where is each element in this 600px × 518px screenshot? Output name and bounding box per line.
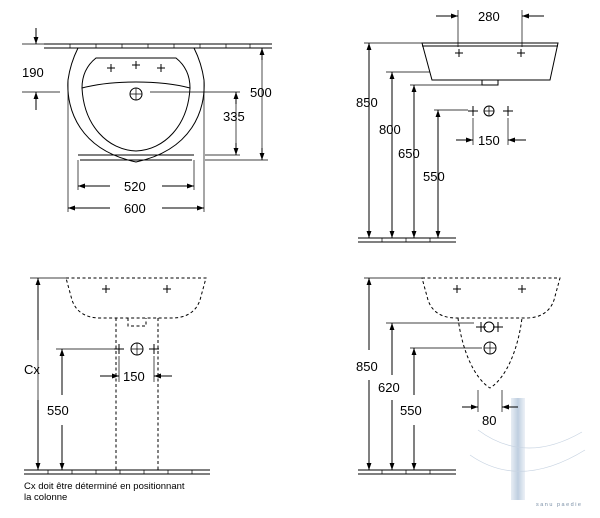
dim-150-pedestal: 150 <box>123 369 145 384</box>
dim-335: 335 <box>223 109 245 124</box>
dim-550-pedestal: 550 <box>47 403 69 418</box>
basin-outline <box>67 47 205 163</box>
supply-fittings-pedestal <box>114 342 159 356</box>
floor-tiles <box>358 237 456 243</box>
tap-hole-icons <box>107 61 165 72</box>
watermark-bar <box>511 398 525 500</box>
dim-190: 190 <box>22 65 44 80</box>
tap-hole-icons-semi <box>453 285 526 293</box>
dim-550-top: 550 <box>423 169 445 184</box>
dim-520: 520 <box>124 179 146 194</box>
note-line-1: Cx doit être déterminé en positionnant <box>24 481 185 492</box>
wall-tiles <box>44 43 272 49</box>
basin-dashed-outline <box>65 277 207 319</box>
basin-dashed-outline-semi <box>421 277 561 319</box>
basin-bowl <box>81 87 191 152</box>
wall-mount-view: 280 850 800 650 550 <box>356 9 559 243</box>
semi-pedestal-view: 850 620 550 80 <box>356 277 561 475</box>
floor-tiles-semi <box>358 469 456 475</box>
front-view-wall-basin: 190 500 335 520 600 <box>22 28 272 216</box>
dim-620-semi: 620 <box>378 380 400 395</box>
pedestal-front-view: Cx 550 150 Cx doit être déterminé en pos… <box>24 277 210 503</box>
tap-hole-icons-front <box>455 49 525 57</box>
watermark-text: sanu paedie <box>536 502 582 508</box>
dim-550-semi: 550 <box>400 403 422 418</box>
pedestal-dashed <box>115 318 159 470</box>
tap-deck <box>81 57 191 89</box>
dim-500: 500 <box>250 85 272 100</box>
floor-tiles-pedestal <box>24 469 210 475</box>
dim-cx: Cx <box>24 362 40 377</box>
supply-fittings <box>468 105 513 117</box>
note-line-2: la colonne <box>24 492 67 503</box>
tap-hole-icons-pedestal <box>102 285 171 293</box>
dim-600: 600 <box>124 201 146 216</box>
supply-fittings-semi <box>476 321 503 355</box>
dim-850-semi: 850 <box>356 359 378 374</box>
dim-850-top: 850 <box>356 95 378 110</box>
dim-280: 280 <box>478 9 500 24</box>
semi-pedestal-dashed <box>457 317 523 389</box>
dim-80-semi: 80 <box>482 413 496 428</box>
dim-800-top: 800 <box>379 122 401 137</box>
dim-150-top: 150 <box>478 133 500 148</box>
dim-650-top: 650 <box>398 146 420 161</box>
basin-front-outline <box>421 42 559 81</box>
watermark-logo: sanu paedie <box>469 398 586 508</box>
watermark-arc <box>469 449 586 472</box>
